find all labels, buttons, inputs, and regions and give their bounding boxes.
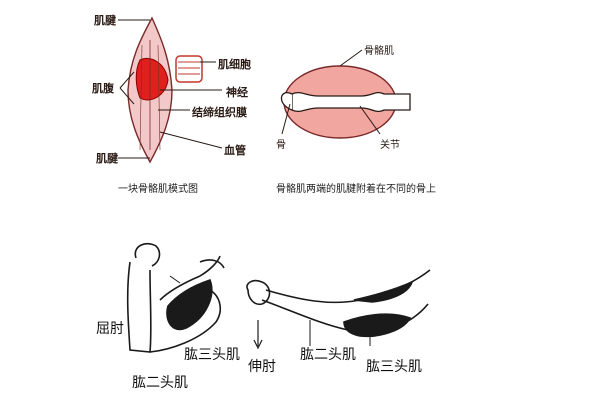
nerve-label: 神经 bbox=[226, 86, 248, 99]
muscle-model-caption: 一块骨骼肌模式图 bbox=[118, 184, 198, 195]
biceps-label-left: 肱二头肌 bbox=[132, 375, 188, 391]
muscle-cell-label: 肌细胞 bbox=[218, 58, 251, 71]
extending-arm-illustration bbox=[246, 269, 431, 350]
connective-tissue-label: 结缔组织膜 bbox=[192, 106, 247, 119]
bone-label: 骨 bbox=[276, 140, 286, 151]
tendon-bottom-label: 肌腱 bbox=[96, 152, 118, 165]
triceps-label-right: 肱三头肌 bbox=[366, 359, 422, 375]
triceps-label-left: 肱三头肌 bbox=[184, 347, 240, 363]
muscle-belly-label: 肌腹 bbox=[92, 82, 114, 95]
muscle-model-illustration bbox=[118, 16, 223, 164]
muscle-cell-bundle bbox=[175, 55, 203, 83]
skeletal-muscle-label: 骨骼肌 bbox=[364, 46, 394, 57]
blood-vessel-label: 血管 bbox=[224, 144, 246, 157]
flex-elbow-label: 屈肘 bbox=[96, 321, 124, 337]
extend-elbow-label: 伸肘 bbox=[248, 359, 276, 375]
biceps-label-right: 肱二头肌 bbox=[300, 347, 356, 363]
tendon-top-label: 肌腱 bbox=[94, 14, 116, 27]
muscle-bone-caption: 骨骼肌两端的肌腱附着在不同的骨上 bbox=[276, 184, 436, 195]
joint-label: 关节 bbox=[380, 140, 400, 151]
flexing-arm-illustration bbox=[126, 242, 225, 353]
muscle-bone-illustration bbox=[280, 49, 411, 139]
